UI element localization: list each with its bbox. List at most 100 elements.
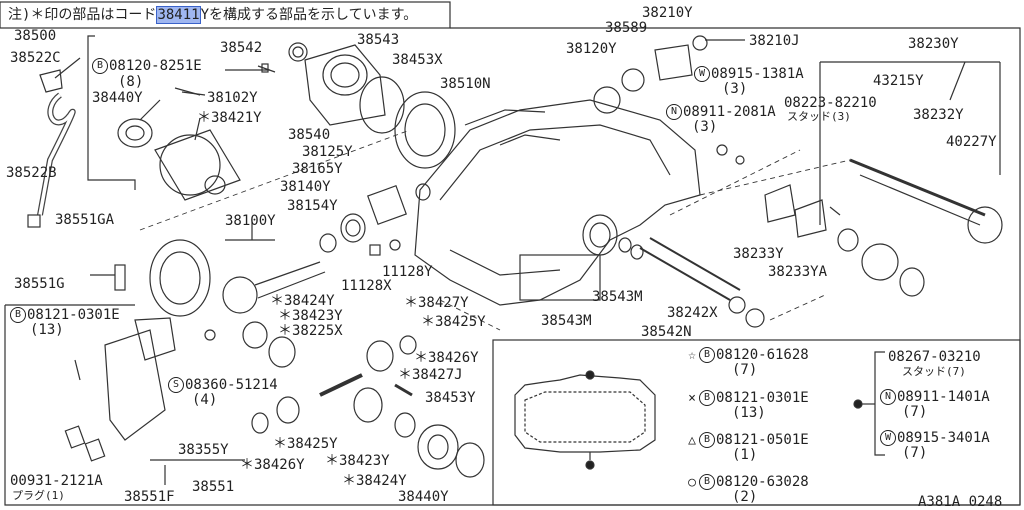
n-circle-icon: N <box>880 389 896 405</box>
label-38522c[interactable]: 38522C <box>10 50 61 66</box>
label-08121-0301e-text: 08121-0301E <box>27 307 120 323</box>
label-43215y[interactable]: 43215Y <box>873 73 924 89</box>
legend-group-stud-sub: スタッド(7) <box>902 365 966 378</box>
label-38225x[interactable]: ＊38225X <box>278 323 343 339</box>
label-38543[interactable]: 38543 <box>357 32 400 48</box>
label-38426y-a[interactable]: ＊38426Y <box>414 350 479 366</box>
label-38423y-b[interactable]: ＊38423Y <box>325 453 390 469</box>
legend-code: 08120-61628 <box>716 347 809 363</box>
label-38453x[interactable]: 38453X <box>392 52 443 68</box>
legend-code: 08121-0501E <box>716 432 809 448</box>
label-38543m-right[interactable]: 38543M <box>592 289 643 305</box>
label-08223-82210[interactable]: 08223-82210 <box>784 95 877 111</box>
label-38233y[interactable]: 38233Y <box>733 246 784 262</box>
b-circle-icon: B <box>699 432 715 448</box>
label-00931-2121a[interactable]: 00931-2121A <box>10 473 103 489</box>
label-08911-2081a-text: 08911-2081A <box>683 104 776 120</box>
legend-box <box>492 339 1021 506</box>
qty-08915-1381a: (3) <box>722 81 748 97</box>
n-circle-icon: N <box>666 104 682 120</box>
label-38551g[interactable]: 38551G <box>14 276 65 292</box>
star-outline-icon: ☆ <box>688 348 696 363</box>
label-38543m-left[interactable]: 38543M <box>541 313 592 329</box>
s-circle-icon: S <box>168 377 184 393</box>
label-38522b[interactable]: 38522B <box>6 165 57 181</box>
label-38421y[interactable]: ＊38421Y <box>197 110 262 126</box>
label-38427y[interactable]: ＊38427Y <box>404 295 469 311</box>
label-08120-8251e-text: 08120-8251E <box>109 58 202 74</box>
label-38424y-b[interactable]: ＊38424Y <box>342 473 407 489</box>
note-box <box>0 1 451 29</box>
label-11128x[interactable]: 11128X <box>341 278 392 294</box>
label-00931-sub: プラグ(1) <box>12 489 65 502</box>
label-38551ga[interactable]: 38551GA <box>55 212 115 228</box>
label-38425y-b[interactable]: ＊38425Y <box>273 436 338 452</box>
label-38540[interactable]: 38540 <box>288 127 331 143</box>
label-38589[interactable]: 38589 <box>605 20 648 36</box>
qty-08911-2081a: (3) <box>692 119 718 135</box>
w-circle-icon: W <box>880 430 896 446</box>
label-38154y[interactable]: 38154Y <box>287 198 338 214</box>
legend-qty-cross: (13) <box>732 405 766 421</box>
qty-08121-0301e: (13) <box>30 322 64 338</box>
label-38120y[interactable]: 38120Y <box>566 41 617 57</box>
label-38140y[interactable]: 38140Y <box>280 179 331 195</box>
label-38233ya[interactable]: 38233YA <box>768 264 828 280</box>
label-38426y-b[interactable]: ＊38426Y <box>240 457 305 473</box>
legend-qty-triangle: (1) <box>732 447 758 463</box>
label-38232y[interactable]: 38232Y <box>913 107 964 123</box>
label-38551[interactable]: 38551 <box>192 479 235 495</box>
note-suffix: Yを構成する部品を示しています。 <box>200 7 418 23</box>
label-38423y-a[interactable]: ＊38423Y <box>278 308 343 324</box>
label-38100y[interactable]: 38100Y <box>225 213 276 229</box>
label-38424y-a[interactable]: ＊38424Y <box>270 293 335 309</box>
label-38427j[interactable]: ＊38427J <box>398 367 463 383</box>
b-circle-icon: B <box>699 347 715 363</box>
qty-08360-51214: (4) <box>192 392 218 408</box>
label-11128y[interactable]: 11128Y <box>382 264 433 280</box>
label-38453y[interactable]: 38453Y <box>425 390 476 406</box>
label-38355y[interactable]: 38355Y <box>178 442 229 458</box>
note-text: 注)＊印の部品はコード38411Yを構成する部品を示しています。 <box>8 6 418 24</box>
label-38510n[interactable]: 38510N <box>440 76 491 92</box>
label-40227y[interactable]: 40227Y <box>946 134 997 150</box>
legend-qty-circle: (2) <box>732 489 758 505</box>
triangle-icon: △ <box>688 433 696 448</box>
diagram-ref-code: A381A 0248 <box>918 494 1003 510</box>
label-38210j[interactable]: 38210J <box>749 33 800 49</box>
label-38440y-bottom[interactable]: 38440Y <box>398 489 449 505</box>
label-38551f[interactable]: 38551F <box>124 489 175 505</box>
frame-bottom-left <box>4 305 1020 506</box>
label-08223-sub: スタッド(3) <box>787 110 851 123</box>
label-38425y-a[interactable]: ＊38425Y <box>421 314 486 330</box>
label-38242x[interactable]: 38242X <box>667 305 718 321</box>
note-highlighted-code[interactable]: 38411 <box>156 6 201 24</box>
label-38542n[interactable]: 38542N <box>641 324 692 340</box>
label-38165y[interactable]: 38165Y <box>292 161 343 177</box>
label-38542[interactable]: 38542 <box>220 40 263 56</box>
w-circle-icon: W <box>694 66 710 82</box>
legend-group-stud[interactable]: 08267-03210 <box>888 349 981 365</box>
b-circle-icon: B <box>92 58 108 74</box>
label-38440y-top[interactable]: 38440Y <box>92 90 143 106</box>
label-38210y[interactable]: 38210Y <box>642 5 693 21</box>
label-38500[interactable]: 38500 <box>14 28 57 44</box>
legend-code: 08121-0301E <box>716 390 809 406</box>
label-38230y[interactable]: 38230Y <box>908 36 959 52</box>
legend-group-nut-qty: (7) <box>902 404 928 420</box>
label-38125y[interactable]: 38125Y <box>302 144 353 160</box>
label-38102y[interactable]: 38102Y <box>207 90 258 106</box>
b-circle-icon: B <box>699 390 715 406</box>
